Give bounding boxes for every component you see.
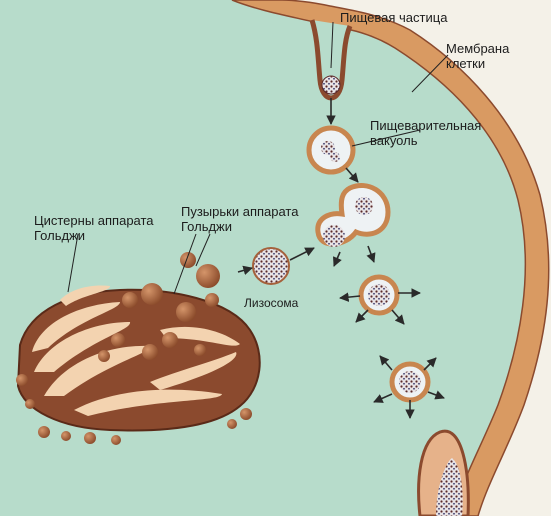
golgi-vesicle (16, 374, 28, 386)
golgi-vesicle (61, 431, 71, 441)
lysosome (253, 248, 289, 284)
golgi-vesicle (111, 333, 125, 347)
vacuole-content (355, 197, 373, 215)
golgi-vesicle (205, 293, 219, 307)
lysosome-content (323, 225, 345, 247)
food-particle-entering (322, 76, 340, 94)
golgi-vesicle (194, 344, 206, 356)
lysosome-content (399, 371, 421, 393)
golgi-vesicle (84, 432, 96, 444)
vacuole-content (330, 152, 340, 162)
golgi-vesicle (176, 302, 196, 322)
golgi-vesicle (122, 292, 138, 308)
golgi-vesicle (141, 283, 163, 305)
golgi-vesicle (162, 332, 178, 348)
golgi-apparatus (18, 286, 260, 431)
golgi-vesicle (196, 264, 220, 288)
label-cell-membrane: Мембрана клетки (446, 41, 509, 71)
golgi-vesicle (38, 426, 50, 438)
label-digestive-vacuole: Пищеварительная вакуоль (370, 118, 481, 148)
golgi-vesicle (25, 399, 35, 409)
golgi-vesicle (111, 435, 121, 445)
golgi-vesicle (240, 408, 252, 420)
label-golgi-cisternae: Цистерны аппарата Гольджи (34, 213, 154, 243)
lysosome-content (368, 284, 390, 306)
golgi-vesicle (98, 350, 110, 362)
label-lysosome: Лизосома (244, 296, 298, 311)
golgi-vesicle (227, 419, 237, 429)
golgi-vesicle (142, 344, 158, 360)
label-food-particle: Пищевая частица (340, 10, 447, 25)
label-golgi-vesicles: Пузырьки аппарата Гольджи (181, 204, 298, 234)
